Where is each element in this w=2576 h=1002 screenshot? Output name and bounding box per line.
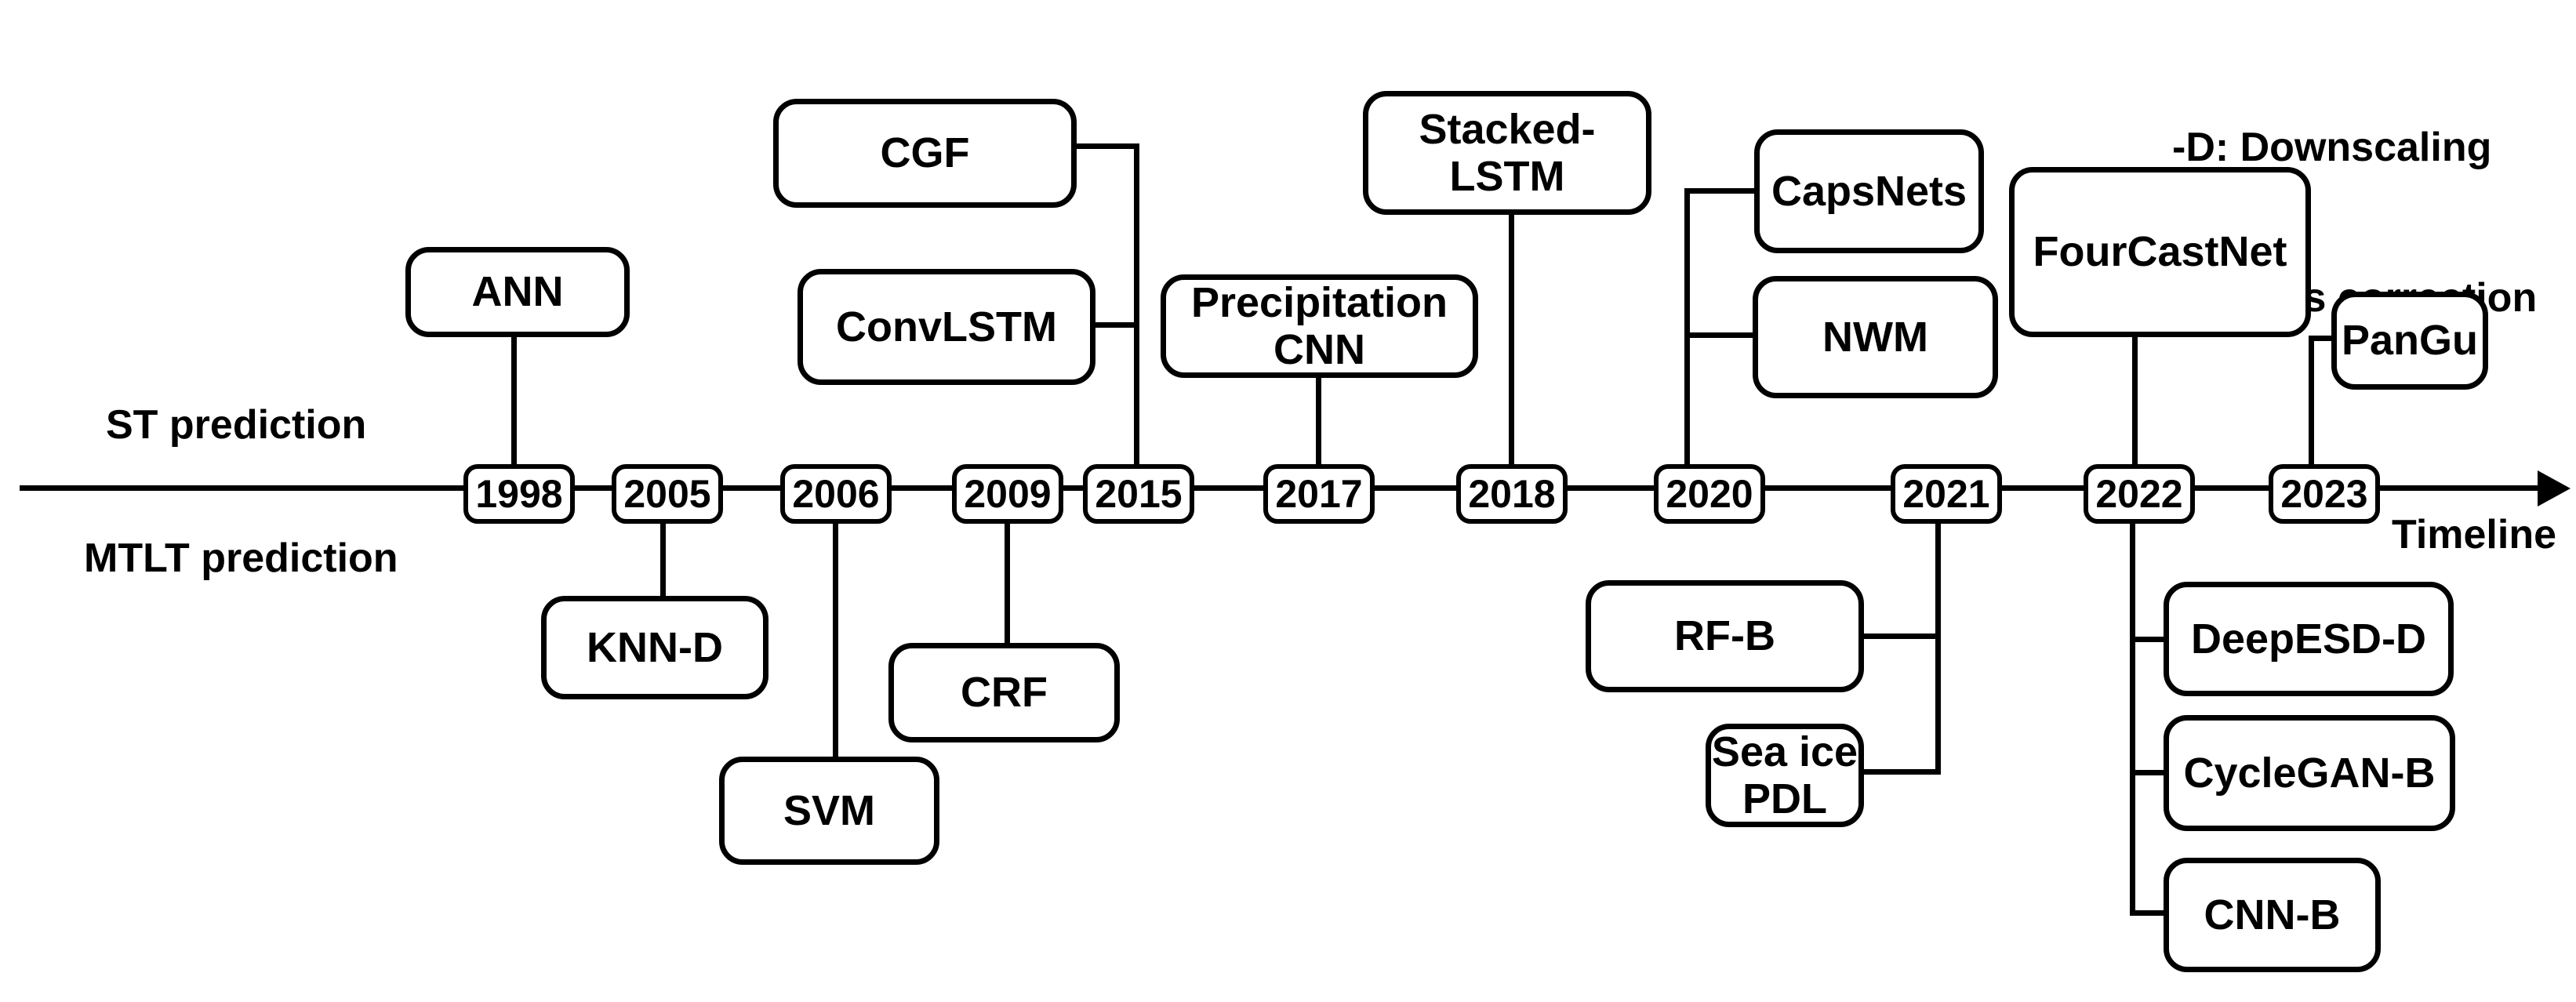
connector-line [2130,522,2135,916]
connector-line [511,336,517,466]
st-prediction-label: ST prediction [106,402,367,448]
method-box-precipitation-cnn: Precipitation CNN [1161,274,1478,378]
connector-line [1688,188,1757,194]
method-box-deepesd-d: DeepESD-D [2164,582,2454,696]
year-box-2020: 2020 [1654,464,1765,524]
connector-line [1005,522,1010,644]
connector-line [2132,336,2138,466]
method-box-stacked-lstm: Stacked- LSTM [1363,91,1651,215]
method-box-rf-b: RF-B [1586,580,1864,692]
method-box-cgf: CGF [773,99,1077,208]
connector-line [1684,188,1690,466]
connector-line [1509,212,1514,466]
year-box-2015: 2015 [1083,464,1194,524]
connector-line [2130,637,2165,642]
connector-line [660,522,666,597]
year-box-2009: 2009 [952,464,1063,524]
method-box-crf: CRF [888,643,1120,742]
year-box-2005: 2005 [612,464,723,524]
timeline-label: Timeline [2392,512,2557,557]
connector-line [1935,522,1941,775]
method-box-cyclegan-b: CycleGAN-B [2164,715,2455,831]
timeline-arrowhead-icon [2538,470,2571,506]
method-box-nwm: NWM [1753,276,1998,398]
method-box-cnn-b: CNN-B [2164,858,2381,972]
method-box-ann: ANN [405,247,630,337]
method-box-svm: SVM [719,757,939,865]
connector-line [2130,770,2165,775]
method-box-sea-ice-pdl: Sea ice PDL [1706,724,1864,827]
connector-line [833,522,838,758]
mtlt-prediction-label: MTLT prediction [84,535,398,581]
method-box-capsnets: CapsNets [1754,129,1984,253]
connector-line [1094,322,1137,328]
year-box-2017: 2017 [1263,464,1375,524]
connector-line [2309,336,2334,341]
method-box-fourcastnet: FourCastNet [2009,167,2311,337]
connector-line [1074,143,1139,149]
connector-line [2309,336,2314,466]
connector-line [2130,910,2165,916]
year-box-1998: 1998 [463,464,575,524]
connector-line [1862,769,1938,775]
year-box-2018: 2018 [1456,464,1568,524]
connector-line [1316,375,1321,466]
year-box-2022: 2022 [2084,464,2195,524]
method-box-convlstm: ConvLSTM [798,269,1095,385]
method-box-pangu: PanGu [2331,292,2488,390]
connector-line [1134,143,1139,466]
legend-line-downscaling: -D: Downscaling [2172,125,2492,170]
year-box-2023: 2023 [2269,464,2380,524]
year-box-2021: 2021 [1891,464,2002,524]
connector-line [1688,332,1755,338]
method-box-knn-d: KNN-D [541,596,768,699]
connector-line [1862,634,1938,639]
year-box-2006: 2006 [780,464,892,524]
